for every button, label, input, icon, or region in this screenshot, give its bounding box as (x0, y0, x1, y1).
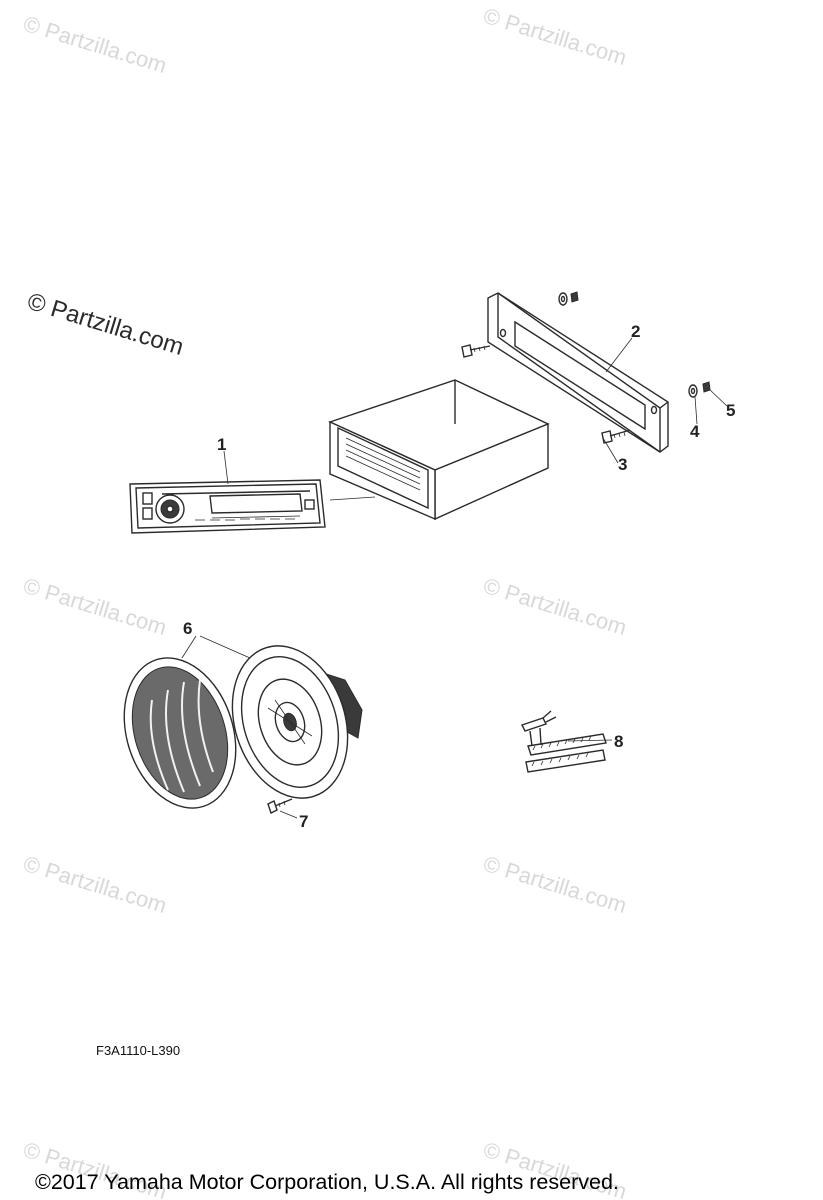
callout-3: 3 (618, 455, 627, 474)
callout-4: 4 (690, 422, 700, 441)
leader-lines (181, 337, 729, 819)
watermark-text: © Partzilla.com (481, 3, 630, 70)
callout-2: 2 (631, 322, 640, 341)
watermark-text: © Partzilla.com (21, 851, 170, 918)
speaker (231, 645, 363, 799)
washer-and-nut (558, 291, 711, 398)
callout-7: 7 (299, 812, 308, 831)
speaker-screw (267, 798, 293, 814)
callout-5: 5 (726, 401, 735, 420)
copyright-notice: ©2017 Yamaha Motor Corporation, U.S.A. A… (35, 1170, 619, 1194)
mounting-plate (487, 292, 669, 453)
watermark-text: © Partzilla.com (21, 573, 170, 640)
callout-1: 1 (217, 435, 226, 454)
speaker-grille (123, 657, 237, 809)
callout-6: 6 (183, 619, 192, 638)
callout-8: 8 (614, 732, 623, 751)
watermark-text: © Partzilla.com (481, 573, 630, 640)
watermark-text: © Partzilla.com (481, 851, 630, 918)
watermark-text-dark: © Partzilla.com (24, 288, 187, 361)
watermark-group: © Partzilla.com © Partzilla.com © Partzi… (21, 3, 630, 1200)
wire-harness (521, 710, 607, 773)
mounting-sleeve (328, 379, 550, 521)
head-unit (129, 479, 326, 534)
watermark-text: © Partzilla.com (21, 11, 170, 78)
diagram-code: F3A1110-L390 (96, 1043, 180, 1058)
